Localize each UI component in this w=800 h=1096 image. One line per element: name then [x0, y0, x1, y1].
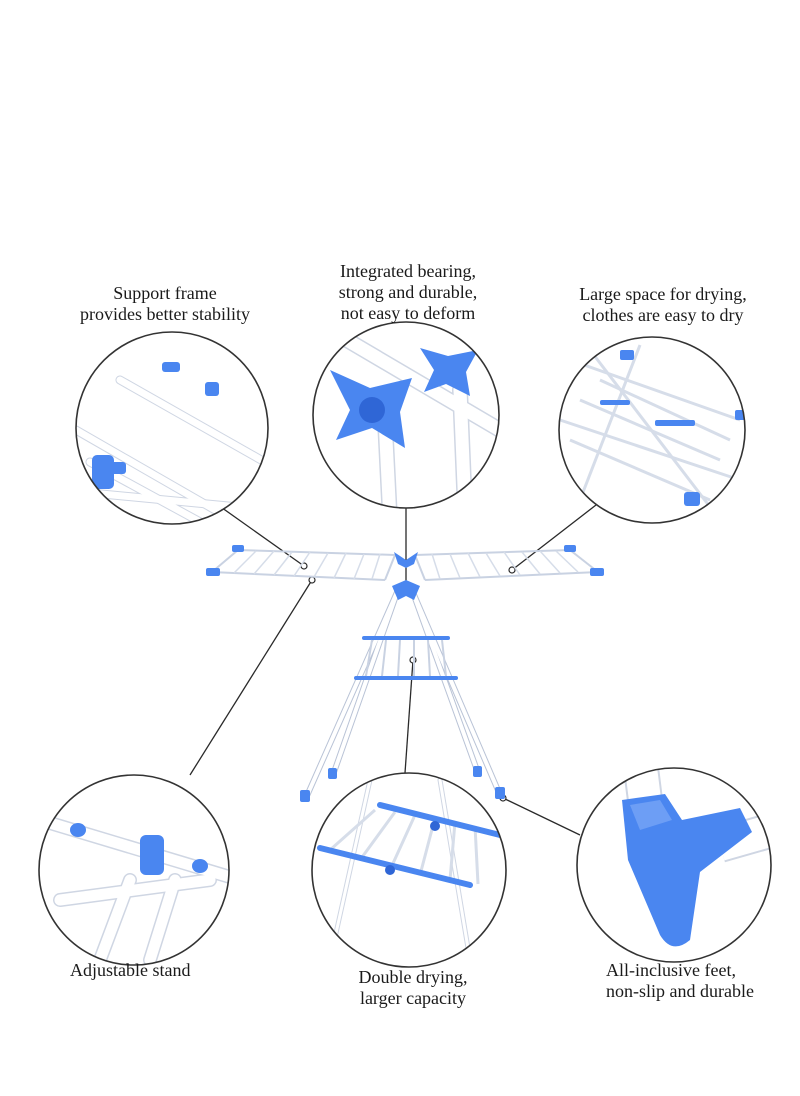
caption-bearing: Integrated bearing, strong and durable, …	[338, 261, 478, 323]
leader-adjustable	[189, 579, 313, 776]
detail-bearing	[312, 321, 500, 509]
drying-rack	[206, 545, 604, 802]
leader-large-space	[511, 504, 597, 571]
caption-adjustable: Adjustable stand	[70, 960, 191, 980]
detail-adjustable	[38, 774, 230, 966]
leader-dots	[300, 562, 516, 802]
detail-support-frame	[75, 331, 269, 525]
caption-double: Double drying, larger capacity	[358, 967, 468, 1008]
caption-large-space: Large space for drying, clothes are easy…	[579, 284, 747, 325]
caption-support-frame: Support frame provides better stability	[80, 283, 250, 324]
detail-feet	[576, 767, 772, 963]
detail-double	[311, 772, 507, 968]
caption-feet: All-inclusive feet, non-slip and durable	[606, 960, 754, 1001]
leader-feet	[502, 797, 581, 836]
detail-large-space	[558, 336, 746, 524]
